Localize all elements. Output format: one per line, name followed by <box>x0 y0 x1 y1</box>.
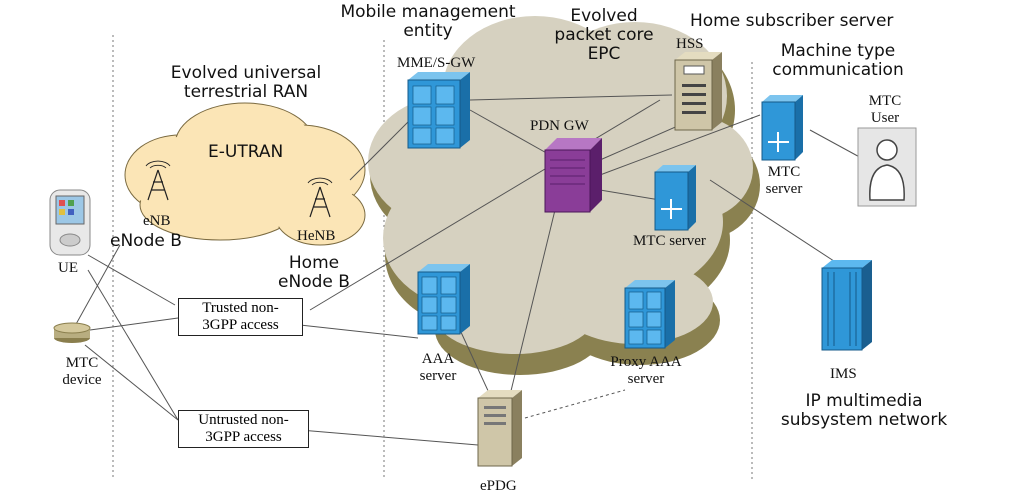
trusted-line1: Trusted non- <box>202 300 279 316</box>
mtc-server-epc-icon <box>654 165 696 231</box>
hss-server-icon <box>674 52 722 131</box>
proxy-aaa-server-icon <box>624 280 675 349</box>
ims-label: IMS <box>830 366 857 382</box>
mtc-server-ext-label: MTC server <box>766 164 803 198</box>
mtc-server-ext-line2: server <box>765 180 803 197</box>
untrusted-access-box: Untrusted non- 3GPP access <box>178 410 309 448</box>
untrusted-line1: Untrusted non- <box>198 412 289 428</box>
proxy-aaa-label: Proxy AAA server <box>610 354 681 388</box>
ue-phone-icon <box>49 189 91 256</box>
henb-region-title: Home eNode B <box>278 253 350 293</box>
hss-region-title: Home subscriber server <box>690 11 894 31</box>
mme-sgw-label: MME/S-GW <box>397 55 476 71</box>
mtc-device-icon <box>53 322 91 343</box>
eutran-cloud-fill <box>127 105 363 243</box>
epdg-server-icon <box>477 390 522 467</box>
epc-title-line1: Evolved <box>570 6 638 26</box>
enodeb-title: eNode B <box>110 231 182 251</box>
eutran-title-line1: Evolved universal <box>170 63 322 83</box>
mtc-user-line1: MTC <box>868 93 902 109</box>
mtc-server-epc-label: MTC server <box>633 233 706 249</box>
mtc-user-line2: User <box>870 109 900 126</box>
trusted-line2: 3GPP access <box>202 317 279 334</box>
henb-title-line2: eNode B <box>278 272 350 293</box>
trusted-access-box: Trusted non- 3GPP access <box>178 298 303 336</box>
aaa-server-label: AAA server <box>420 351 457 385</box>
aaa-line1: AAA <box>421 351 455 367</box>
aaa-line2: server <box>419 367 457 384</box>
mtc-device-line2: device <box>62 371 102 388</box>
ims-title-line2: subsystem network <box>780 410 948 431</box>
mme-region-title: Mobile management entity <box>340 2 516 42</box>
proxy-aaa-line1: Proxy AAA <box>610 354 682 370</box>
henb-tower-icon <box>307 177 333 218</box>
enb-tower-icon <box>145 160 171 201</box>
mtc-user-icon <box>857 127 917 207</box>
pdn-gw-label: PDN GW <box>530 118 589 134</box>
eutran-label: E-UTRAN <box>208 142 284 162</box>
mtc-server-ext-icon <box>761 95 803 161</box>
mtc-device-line1: MTC <box>65 355 99 371</box>
eutran-title-line2: terrestrial RAN <box>183 82 309 103</box>
mtc-region-title: Machine type communication <box>772 41 904 81</box>
ims-server-icon <box>821 260 872 351</box>
connections <box>69 94 866 446</box>
untrusted-line2: 3GPP access <box>205 429 282 446</box>
enb-label: eNB <box>143 213 171 229</box>
ims-title-line1: IP multimedia <box>805 391 923 411</box>
proxy-aaa-line2: server <box>627 370 665 387</box>
mtc-device-label: MTC device <box>62 355 101 389</box>
henb-title-line1: Home <box>288 253 340 273</box>
epc-title-line3: EPC <box>587 44 621 65</box>
mtc-title-line1: Machine type <box>780 41 896 61</box>
mme-sgw-server-icon <box>407 72 470 149</box>
mtc-title-line2: communication <box>772 60 904 81</box>
aaa-server-icon <box>417 264 470 335</box>
ims-region-title: IP multimedia subsystem network <box>780 391 948 431</box>
mtc-server-ext-line1: MTC <box>767 164 801 180</box>
mtc-user-label: MTC User <box>869 93 902 127</box>
epc-region-title: Evolved packet core EPC <box>554 6 654 65</box>
henb-label: HeNB <box>297 228 336 244</box>
mme-title-line2: entity <box>403 21 453 42</box>
ue-label: UE <box>58 260 78 276</box>
hss-label: HSS <box>676 36 704 52</box>
epc-title-line2: packet core <box>554 25 654 46</box>
epdg-label: ePDG <box>480 478 517 494</box>
pdn-gw-server-icon <box>544 138 602 213</box>
mme-title-line1: Mobile management <box>340 2 516 22</box>
eutran-region-title: Evolved universal terrestrial RAN <box>170 63 322 103</box>
